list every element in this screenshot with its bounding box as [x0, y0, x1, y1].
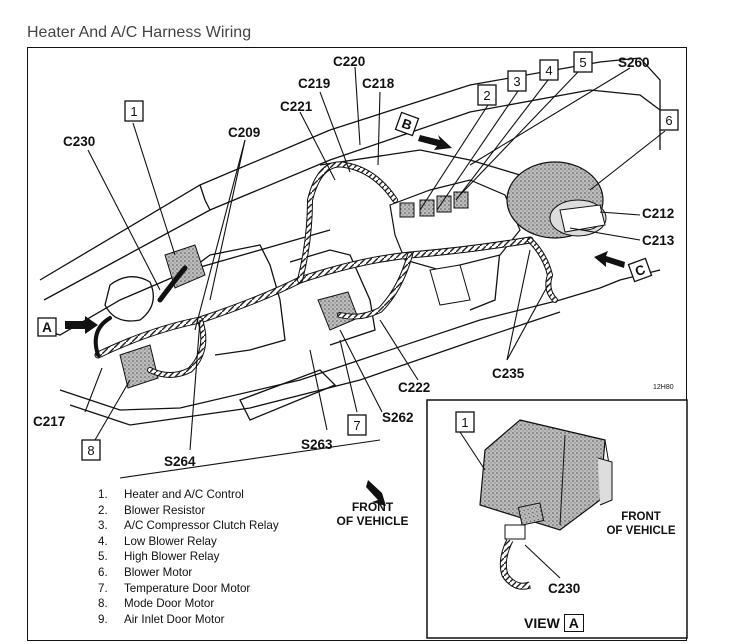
view-a-letter-box: A	[563, 614, 584, 632]
box-1-inset: 1	[461, 415, 468, 430]
inset-front-of-vehicle-label: FRONT OF VEHICLE	[606, 511, 676, 537]
box-3: 3	[513, 74, 520, 89]
air-inlet-door-motor	[559, 204, 606, 233]
box-8: 8	[87, 443, 94, 458]
inset-view-a: 1 C230	[426, 399, 688, 639]
inset-connector	[499, 502, 545, 590]
label-c222: C222	[398, 380, 430, 395]
label-c213: C213	[642, 233, 675, 248]
relay-cluster	[399, 191, 469, 218]
box-5: 5	[579, 55, 586, 70]
leader-lines	[84, 66, 666, 479]
front-of-vehicle-label: FRONT OF VEHICLE	[336, 500, 409, 528]
label-c219: C219	[298, 76, 330, 91]
label-c230-inset: C230	[548, 581, 580, 596]
inset-heater-ac-control	[479, 419, 613, 531]
label-s263: S263	[301, 437, 333, 452]
legend-item: 4.Low Blower Relay	[98, 534, 217, 548]
label-c230: C230	[63, 134, 95, 149]
legend-item: 8.Mode Door Motor	[98, 597, 215, 611]
label-s264: S264	[164, 454, 196, 469]
box-2: 2	[483, 88, 490, 103]
label-s260: S260	[618, 55, 650, 70]
legend-item: 6.Blower Motor	[98, 565, 193, 579]
legend: 1.Heater and A/C Control 2.Blower Resist…	[98, 487, 279, 627]
legend-item: 9.Air Inlet Door Motor	[98, 612, 225, 626]
view-letter-boxes: A B C	[37, 111, 653, 337]
legend-item: 7.Temperature Door Motor	[98, 581, 251, 595]
number-boxes: 1 2 3 4 5 6 7 8	[81, 51, 679, 461]
label-c235: C235	[492, 366, 525, 381]
box-4: 4	[545, 63, 552, 78]
temperature-door-motor	[317, 291, 359, 331]
label-c218: C218	[362, 76, 395, 91]
label-c209: C209	[228, 125, 260, 140]
figure-code: 12H80	[653, 384, 674, 391]
mode-door-motor	[119, 344, 159, 389]
label-s262: S262	[382, 410, 414, 425]
harness-wires	[93, 161, 558, 378]
box-7: 7	[353, 418, 360, 433]
callout-labels: C220 C219 C218 C221 C209 C230 S260 C212 …	[33, 54, 675, 469]
box-1: 1	[130, 104, 137, 119]
page-title: Heater And A/C Harness Wiring	[27, 24, 252, 41]
label-c220: C220	[333, 54, 365, 69]
box-6: 6	[665, 113, 672, 128]
view-letter-a: A	[42, 320, 52, 335]
legend-item: 2.Blower Resistor	[98, 503, 206, 517]
legend-item: 1.Heater and A/C Control	[98, 488, 244, 501]
legend-item: 3.A/C Compressor Clutch Relay	[98, 519, 279, 533]
label-c212: C212	[642, 206, 674, 221]
label-c221: C221	[280, 99, 313, 114]
legend-item: 5.High Blower Relay	[98, 550, 220, 564]
label-c217: C217	[33, 414, 65, 429]
